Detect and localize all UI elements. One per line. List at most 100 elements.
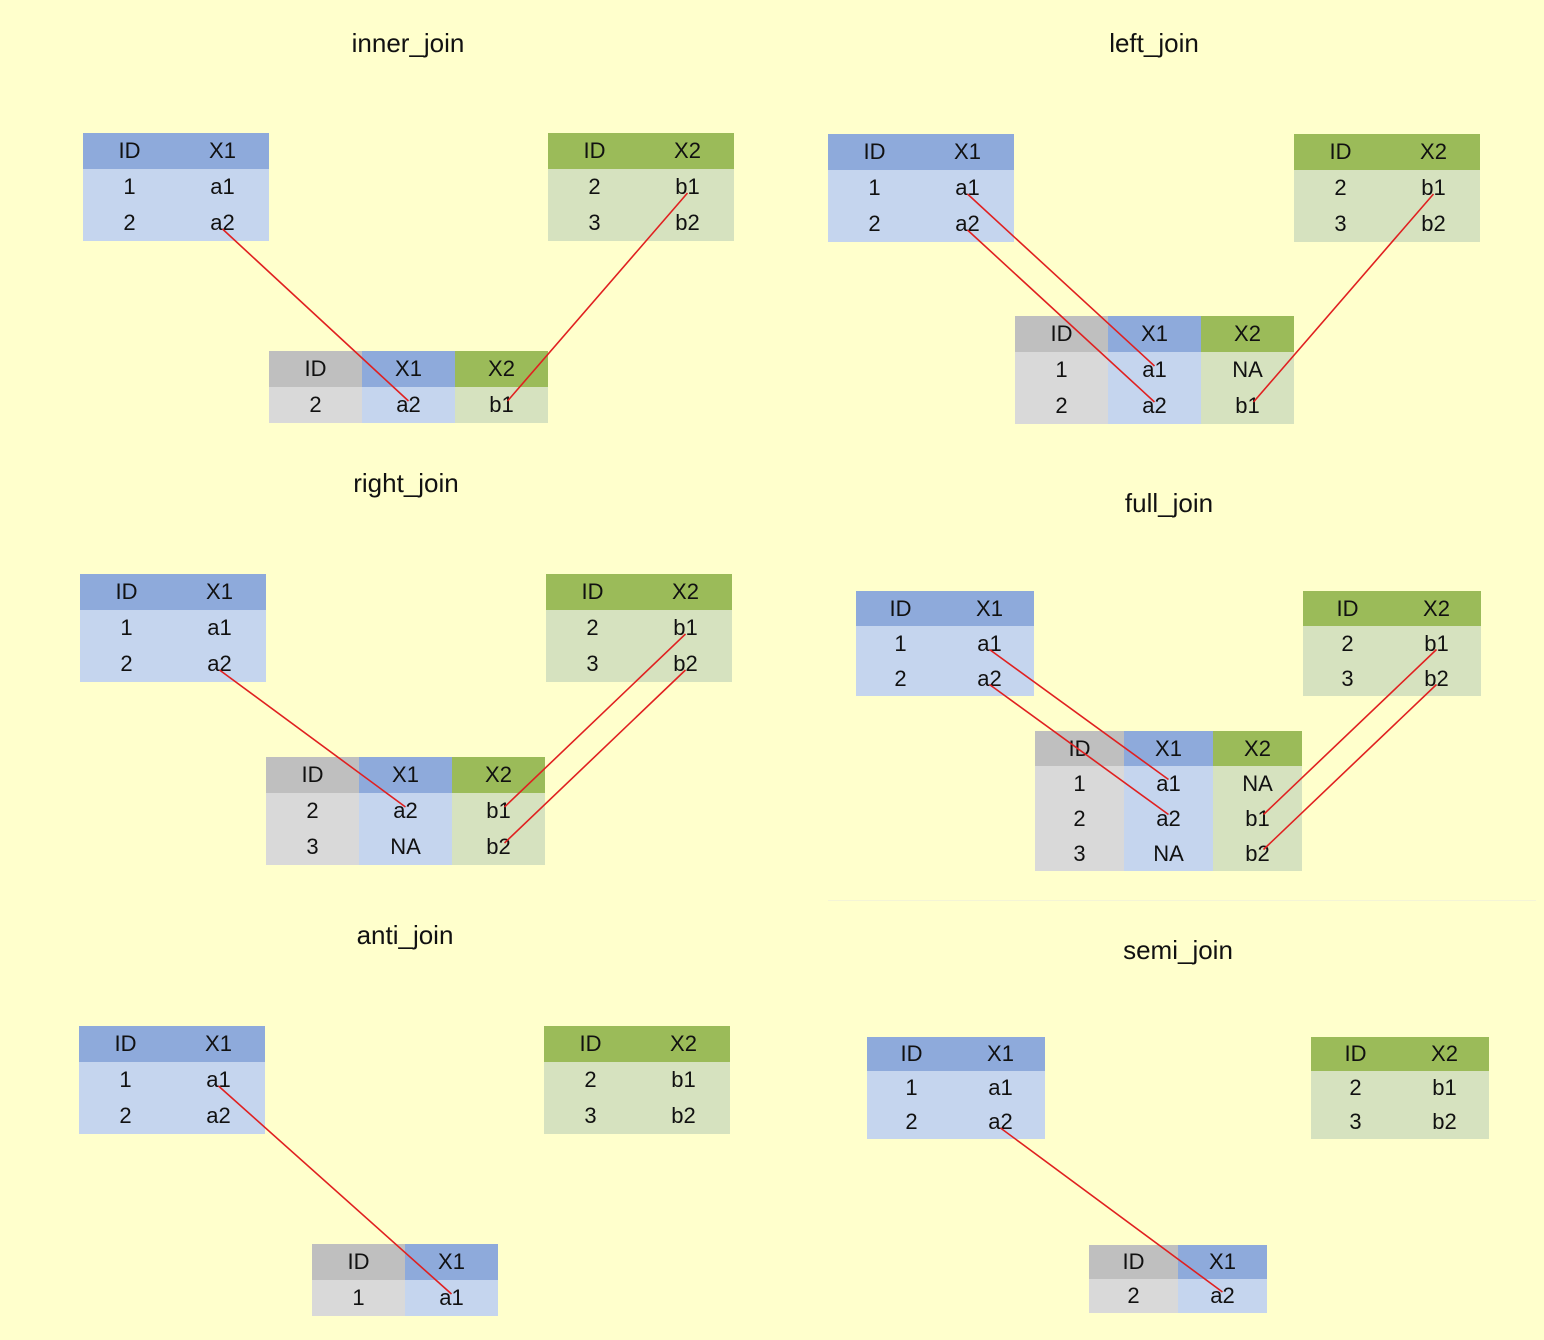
column-header: X2	[1392, 591, 1481, 626]
table-cell: 1	[312, 1280, 405, 1316]
column-header: ID	[83, 133, 176, 169]
table-cell: 1	[856, 626, 945, 661]
column-header: X1	[405, 1244, 498, 1280]
table-cell: b1	[1387, 170, 1480, 206]
column-header: ID	[266, 757, 359, 793]
table-cell: 2	[828, 206, 921, 242]
table-cell: NA	[1201, 352, 1294, 388]
column-header: X1	[359, 757, 452, 793]
table-cell: a1	[405, 1280, 498, 1316]
table-cell: 1	[1015, 352, 1108, 388]
table-cell: a2	[921, 206, 1014, 242]
table-cell: 3	[1035, 836, 1124, 871]
column-header: ID	[548, 133, 641, 169]
column-header: ID	[1089, 1245, 1178, 1279]
column-header: X1	[921, 134, 1014, 170]
table-cell: 1	[1035, 766, 1124, 801]
inner-join-title: inner_join	[351, 28, 465, 58]
table-cell: 2	[546, 610, 639, 646]
table-cell: 2	[1311, 1071, 1400, 1105]
column-header: X2	[1400, 1037, 1489, 1071]
table-cell: 2	[1303, 626, 1392, 661]
table-cell: 2	[1089, 1279, 1178, 1313]
table-cell: b1	[455, 387, 548, 423]
column-header: X1	[956, 1037, 1045, 1071]
table-cell: a2	[1124, 801, 1213, 836]
table-cell: a1	[956, 1071, 1045, 1105]
table-cell: 2	[83, 205, 176, 241]
column-header: X1	[176, 133, 269, 169]
column-header: X2	[452, 757, 545, 793]
table-cell: a2	[945, 661, 1034, 696]
table-cell: a1	[176, 169, 269, 205]
table-cell: 3	[546, 646, 639, 682]
table-cell: b2	[1392, 661, 1481, 696]
column-header: X2	[637, 1026, 730, 1062]
column-header: X2	[641, 133, 734, 169]
table-cell: a1	[921, 170, 1014, 206]
right-join-title: right_join	[353, 468, 459, 498]
table-cell: b2	[1213, 836, 1302, 871]
table-cell: a2	[1108, 388, 1201, 424]
column-header: X1	[172, 1026, 265, 1062]
table-cell: 3	[1303, 661, 1392, 696]
column-header: X1	[945, 591, 1034, 626]
table-cell: a1	[173, 610, 266, 646]
table-cell: a1	[172, 1062, 265, 1098]
table-cell: a2	[176, 205, 269, 241]
table-cell: 3	[1311, 1105, 1400, 1139]
table-cell: a2	[173, 646, 266, 682]
table-cell: 1	[79, 1062, 172, 1098]
table-cell: 1	[83, 169, 176, 205]
column-header: X2	[1387, 134, 1480, 170]
column-header: ID	[546, 574, 639, 610]
table-cell: b2	[637, 1098, 730, 1134]
table-cell: a1	[945, 626, 1034, 661]
table-cell: b1	[637, 1062, 730, 1098]
table-cell: a1	[1124, 766, 1213, 801]
table-cell: b1	[1392, 626, 1481, 661]
column-header: ID	[828, 134, 921, 170]
column-header: ID	[1294, 134, 1387, 170]
table-cell: 2	[856, 661, 945, 696]
table-cell: b2	[641, 205, 734, 241]
column-header: ID	[1303, 591, 1392, 626]
anti-join-title: anti_join	[356, 920, 454, 950]
table-cell: b2	[452, 829, 545, 865]
table-cell: b1	[1201, 388, 1294, 424]
table-cell: b2	[1400, 1105, 1489, 1139]
table-cell: 3	[1294, 206, 1387, 242]
